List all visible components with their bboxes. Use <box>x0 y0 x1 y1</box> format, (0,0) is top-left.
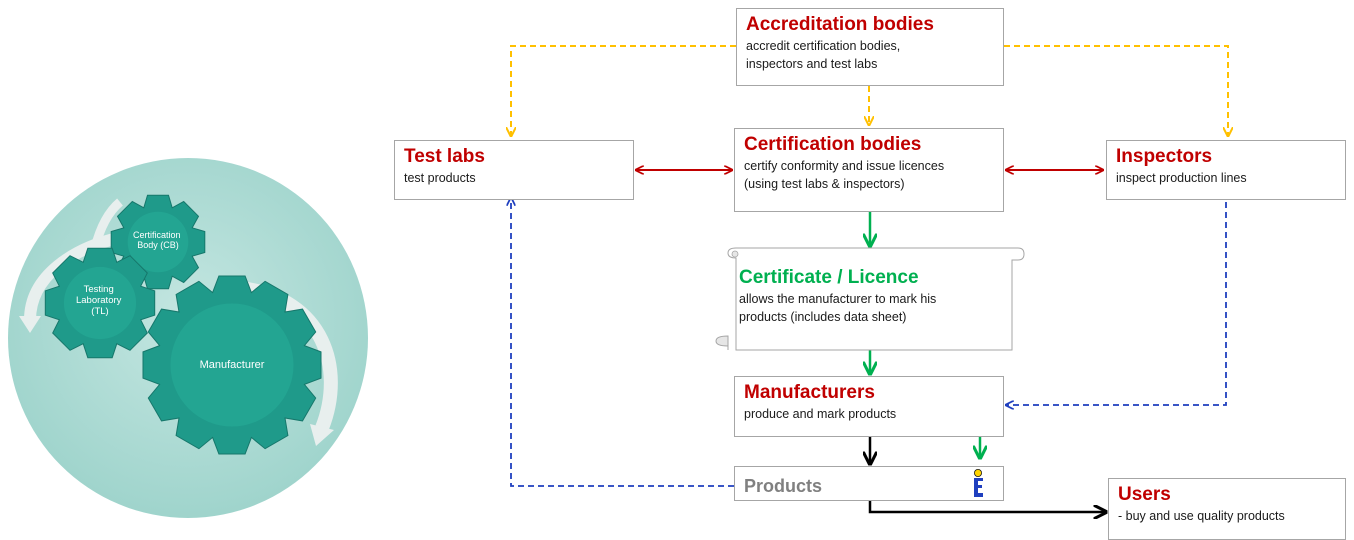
gear-hub <box>63 266 137 340</box>
gear-label: Certification Body (CB) <box>133 230 183 250</box>
node-description: produce and mark products <box>744 407 897 421</box>
flow-arrow-products-to-users <box>868 501 1106 512</box>
node-title: Certificate / Licence <box>739 267 919 288</box>
node-title: Accreditation bodies <box>746 14 934 35</box>
node-description: test products <box>404 171 476 185</box>
node-title: Users <box>1118 484 1171 505</box>
node-description: (using test labs & inspectors) <box>744 177 905 191</box>
node-title: Certification bodies <box>744 134 922 155</box>
gear-testing-laboratory: Testing Laboratory (TL) <box>44 247 156 359</box>
cycle-arrowhead-icon <box>19 316 41 333</box>
feedback-products-to-testlabs <box>511 198 734 487</box>
cycle-arrow-icon <box>24 232 120 321</box>
accreditation-link-inspectors <box>1004 45 1228 136</box>
node-manufacturers: Manufacturers produce and mark products <box>734 376 1004 437</box>
certificate-scroll <box>715 247 1025 351</box>
gear-label: Manufacturer <box>200 359 265 371</box>
gear-label-line: Testing <box>84 284 114 295</box>
node-title: Manufacturers <box>744 382 875 403</box>
node-description: - buy and use quality products <box>1118 509 1285 523</box>
gear-label-line: (TL) <box>91 306 108 317</box>
node-accreditation-bodies: Accreditation bodies accredit certificat… <box>736 8 1004 86</box>
scroll-shape <box>727 247 1025 351</box>
gears-illustration: Certification Body (CB) Testing Laborato… <box>8 158 368 518</box>
scroll-curl <box>715 335 729 350</box>
node-description: inspectors and test labs <box>746 57 878 71</box>
feedback-inspectors-to-manufacturers <box>1006 202 1227 405</box>
gear-label: Testing Laboratory (TL) <box>76 284 124 317</box>
quality-mark-icon <box>974 469 983 497</box>
node-description: inspect production lines <box>1116 171 1247 185</box>
node-title: Inspectors <box>1116 146 1213 167</box>
gear-label-line: Laboratory <box>76 295 122 306</box>
node-test-labs: Test labs test products <box>394 140 634 200</box>
gear-hub <box>170 303 294 427</box>
cycle-arrowhead-icon <box>310 424 334 446</box>
node-certificate-licence: Certificate / Licence allows the manufac… <box>739 266 1009 348</box>
connectors <box>511 45 1228 512</box>
gear-hub <box>127 211 189 273</box>
gear-label-line: Certification <box>133 230 181 240</box>
node-title: Products <box>744 476 823 496</box>
accreditation-link-testlabs <box>511 45 736 136</box>
gear-manufacturer: Manufacturer <box>142 275 322 455</box>
scroll-curl <box>731 250 739 258</box>
node-description: accredit certification bodies, <box>746 39 901 53</box>
node-certification-bodies: Certification bodies certify conformity … <box>734 128 1004 212</box>
node-products: Products <box>734 466 1004 501</box>
node-description: certify conformity and issue licences <box>744 159 945 173</box>
node-title: Test labs <box>404 146 485 167</box>
cycle-arrow-icon <box>90 198 124 250</box>
node-description: products (includes data sheet) <box>739 310 907 324</box>
node-inspectors: Inspectors inspect production lines <box>1106 140 1346 200</box>
gear-label-line: Body (CB) <box>137 240 179 250</box>
node-description: allows the manufacturer to mark his <box>739 292 937 306</box>
node-users: Users - buy and use quality products <box>1108 478 1346 540</box>
